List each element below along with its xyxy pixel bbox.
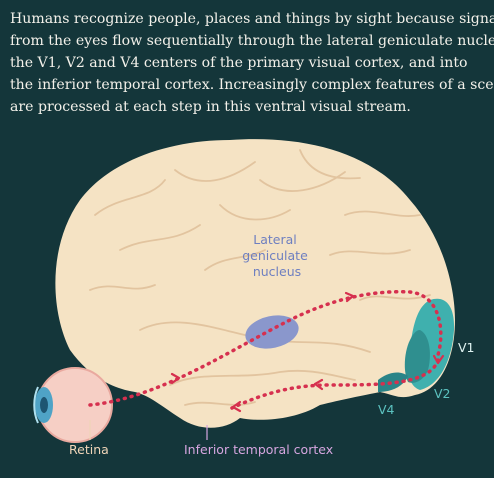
v4-label: V4 [378,402,395,417]
arrow-icon [344,291,355,303]
eye [33,367,113,443]
v1-label: V1 [458,340,475,355]
caption-line: are processed at each step in this ventr… [10,99,411,115]
it-cortex-label: Inferior temporal cortex [184,442,333,457]
retina-label: Retina [69,442,109,457]
lgn-label: Lateral geniculate nucleus [242,232,312,279]
pathway-arrows [170,291,445,413]
v4-region [378,372,408,392]
leader-lines [89,420,208,440]
v2-region [404,330,430,383]
arrow-icon [432,354,445,365]
caption-line: Humans recognize people, places and thin… [10,11,494,27]
v2-label: V2 [434,386,451,401]
arrow-icon [170,372,181,385]
caption-line: the V1, V2 and V4 centers of the primary… [10,55,468,71]
caption-line: from the eyes flow sequentially through … [10,33,494,49]
caption: Humans recognize people, places and thin… [10,8,494,118]
arrow-icon [313,378,324,391]
visual-cortex [378,298,455,392]
caption-line: the inferior temporal cortex. Increasing… [10,77,494,93]
brain-silhouette [55,139,455,428]
arrow-icon [231,400,242,413]
lgn-region [245,315,299,349]
